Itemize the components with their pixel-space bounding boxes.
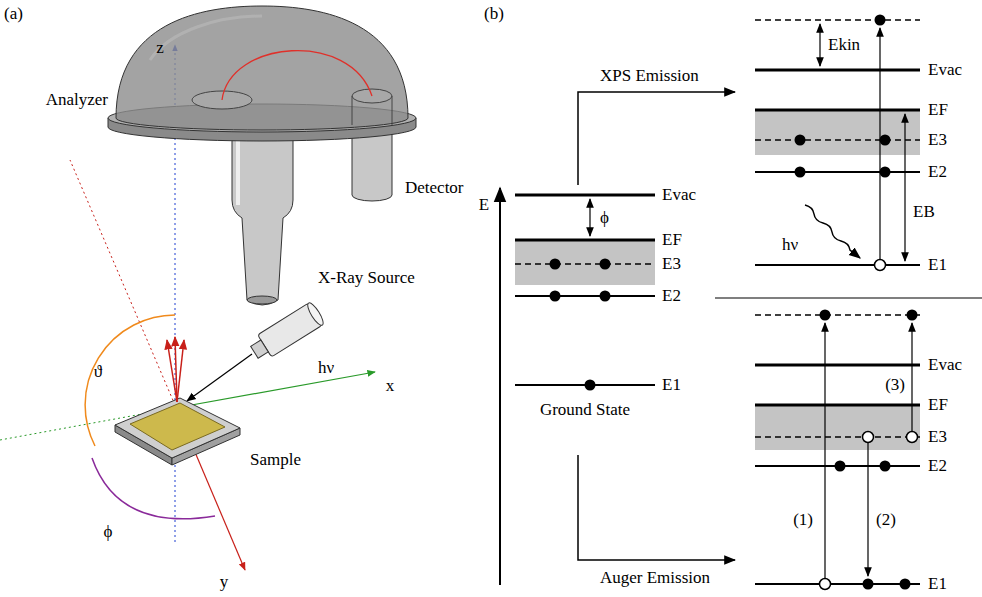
photon-label: hν [782, 236, 798, 254]
panel-label: (b) [484, 5, 504, 23]
level-label: E1 [928, 256, 947, 274]
part-label: Analyzer [46, 91, 108, 109]
axis-label: y [220, 573, 229, 591]
auger-levels [755, 310, 920, 590]
callout-number: (2) [876, 511, 896, 529]
angle-label: ϕ [104, 523, 113, 541]
level-label: Evac [928, 356, 962, 374]
process-arrow [578, 455, 735, 560]
xps-levels [755, 15, 920, 271]
level-label: EF [662, 231, 682, 249]
process-arrow [578, 92, 735, 185]
level-label: E3 [928, 428, 947, 446]
part-label: Sample [250, 451, 301, 469]
level-label: Evac [662, 186, 696, 204]
energy-label: Ekin [828, 36, 860, 54]
x-ray-source-symbol [247, 301, 325, 363]
part-label: X-Ray Source [318, 269, 415, 287]
panel-label: (a) [4, 5, 23, 23]
level-label: E3 [928, 131, 947, 149]
analyzer-symbol [108, 6, 416, 305]
photoelectrons [167, 337, 184, 402]
level-label: EF [928, 396, 948, 414]
level-label: E1 [928, 575, 947, 593]
level-label: E2 [928, 163, 947, 181]
callout-number: (3) [885, 376, 905, 394]
axis-label: z [156, 39, 164, 57]
level-label: E3 [662, 255, 681, 273]
separator [715, 297, 982, 298]
process-label: XPS Emission [600, 67, 699, 85]
angle-label: ϑ [94, 363, 102, 381]
callout-number: (1) [793, 511, 813, 529]
energy-label: ϕ [600, 209, 609, 227]
level-label: EF [928, 101, 948, 119]
photon-label: hν [318, 359, 334, 377]
state-label: Ground State [540, 401, 630, 419]
sample-symbol [115, 398, 240, 465]
level-label: E2 [928, 457, 947, 475]
x-ray-beam [187, 354, 252, 401]
energy-label: EB [913, 203, 935, 221]
level-label: E2 [662, 287, 681, 305]
level-label: Evac [928, 61, 962, 79]
axis-label: E [479, 196, 489, 214]
part-label: Detector [405, 179, 464, 197]
process-label: Auger Emission [600, 569, 710, 587]
level-label: E1 [662, 376, 681, 394]
axis-label: x [386, 377, 395, 395]
